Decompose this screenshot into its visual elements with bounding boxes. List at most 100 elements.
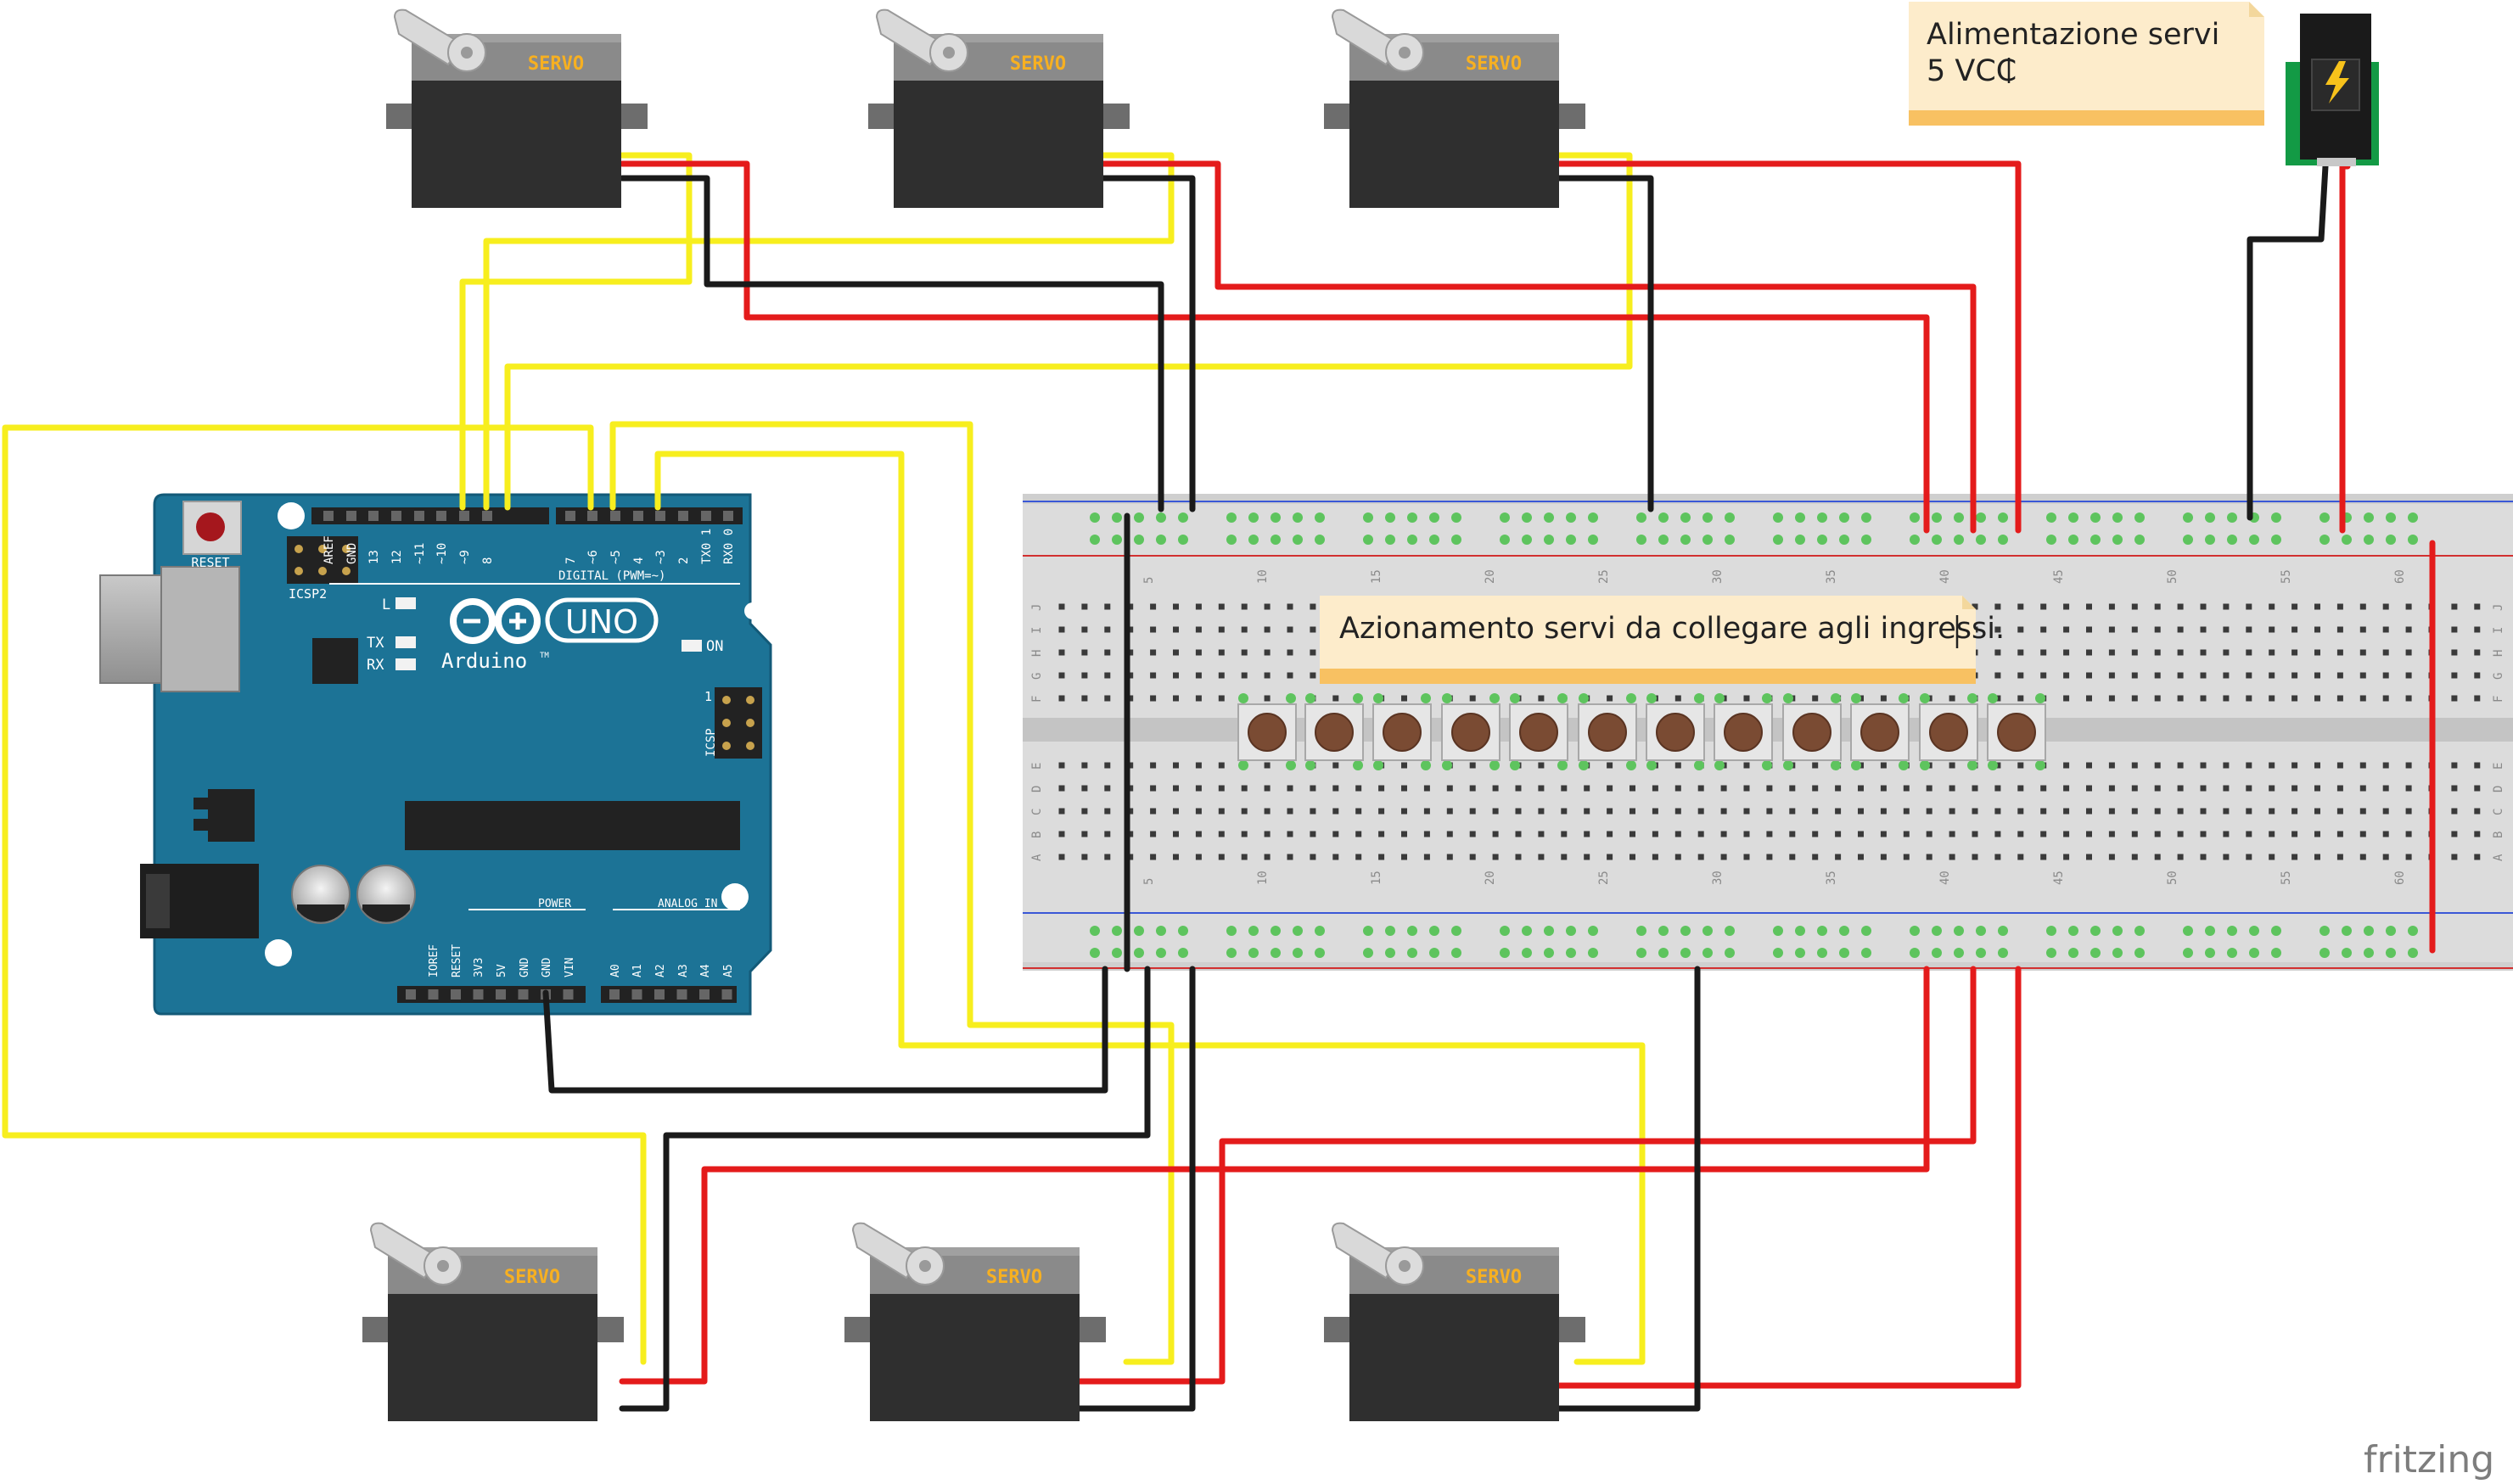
black-wire-servo2[interactable] <box>1100 175 1196 512</box>
push-button[interactable] <box>1987 703 2046 761</box>
push-button[interactable] <box>1782 703 1842 761</box>
red-wire-servo3[interactable] <box>1556 160 2022 534</box>
breadboard-hole <box>2108 603 2115 610</box>
breadboard-hole <box>2291 762 2298 769</box>
rail-hole <box>1156 926 1166 936</box>
black-wire-servo6[interactable] <box>1556 966 1701 1412</box>
breadboard-hole <box>2451 695 2458 702</box>
breadboard-hole <box>2246 854 2252 860</box>
breadboard-hole <box>1949 808 1955 815</box>
breadboard-hole <box>2474 762 2481 769</box>
push-button[interactable] <box>1919 703 1978 761</box>
push-button[interactable] <box>1237 703 1297 761</box>
black-wire-servo1[interactable] <box>619 175 1164 512</box>
rail-hole <box>1226 926 1237 936</box>
reset-button-cap[interactable] <box>196 512 225 541</box>
breadboard-hole <box>1903 854 1910 860</box>
rail-hole <box>1226 948 1237 958</box>
breadboard-hole <box>2246 808 2252 815</box>
rail-hole <box>1090 948 1100 958</box>
column-number: 20 <box>1484 569 1497 584</box>
breadboard-hole <box>1858 854 1864 860</box>
push-button[interactable] <box>1372 703 1432 761</box>
icsp-header <box>715 687 762 759</box>
breadboard-hole <box>1538 695 1545 702</box>
push-button[interactable] <box>1578 703 1637 761</box>
rail-hole <box>1544 948 1554 958</box>
rail-hole <box>1998 948 2008 958</box>
breadboard-hole <box>2382 626 2389 633</box>
breadboard-hole <box>1195 831 1202 837</box>
breadboard-hole <box>2336 626 2343 633</box>
black-wire-servo3[interactable] <box>1556 175 1654 512</box>
breadboard-hole <box>1173 831 1179 837</box>
yellow-wire-servo6[interactable] <box>654 451 1646 1365</box>
mounting-hole <box>721 883 749 910</box>
rail-hole <box>2386 948 2396 958</box>
push-button[interactable] <box>1441 703 1501 761</box>
breadboard-hole <box>2040 649 2047 656</box>
red-wire-servo4[interactable] <box>619 966 1930 1385</box>
servo-motor: SERVO <box>868 8 1130 208</box>
black-wire-servo5[interactable] <box>1074 966 1196 1412</box>
digital-header-right <box>556 507 743 524</box>
breadboard-hole <box>2040 603 2047 610</box>
black-wire-dc-jack[interactable] <box>2247 163 2329 521</box>
yellow-wire-servo4[interactable] <box>2 424 647 1365</box>
rail-hole <box>2090 512 2101 523</box>
push-button[interactable] <box>1304 703 1364 761</box>
breadboard-hole <box>1287 785 1293 792</box>
push-button[interactable] <box>1850 703 1910 761</box>
rail-hole <box>1156 535 1166 545</box>
breadboard-hole <box>2108 762 2115 769</box>
yellow-wire-servo5[interactable] <box>609 421 1175 1365</box>
breadboard-hole <box>1789 785 1796 792</box>
rail-hole <box>1315 512 1325 523</box>
breadboard-hole <box>1949 762 1955 769</box>
push-button[interactable] <box>1646 703 1705 761</box>
yellow-wire-servo1[interactable] <box>459 152 693 511</box>
red-wire-servo6[interactable] <box>1556 966 2022 1389</box>
rail-hole <box>2183 926 2193 936</box>
rail-hole <box>1910 535 1920 545</box>
yellow-wire-servo3[interactable] <box>504 152 1633 511</box>
breadboard-hole <box>2291 808 2298 815</box>
yellow-wire-servo2[interactable] <box>483 152 1175 511</box>
rail-hole <box>1271 535 1281 545</box>
push-button[interactable] <box>1509 703 1568 761</box>
rail-hole <box>1817 926 1827 936</box>
black-wire-servo4[interactable] <box>619 966 1151 1412</box>
header-pin <box>565 511 575 521</box>
breadboard-hole-connected <box>1373 760 1383 770</box>
breadboard-hole <box>1926 854 1932 860</box>
breadboard-hole <box>1835 831 1842 837</box>
rail-hole <box>1090 512 1100 523</box>
breadboard-hole-connected <box>2035 760 2045 770</box>
breadboard-hole <box>1697 808 1704 815</box>
breadboard-hole <box>2246 649 2252 656</box>
red-wire-dc-jack[interactable] <box>2339 163 2351 534</box>
red-wire-servo2[interactable] <box>1100 160 1977 534</box>
breadboard-hole <box>1287 649 1293 656</box>
breadboard-hole <box>2336 649 2343 656</box>
breadboard-hole <box>1287 831 1293 837</box>
voltage-regulator <box>208 789 255 842</box>
red-wire-servo1[interactable] <box>619 160 1930 534</box>
servo-label: SERVO <box>1466 1267 1522 1288</box>
breadboard-hole <box>2291 854 2298 860</box>
power-note-line1: Alimentazione servi <box>1927 18 2219 52</box>
push-button[interactable] <box>1714 703 1773 761</box>
rail-hole <box>1680 948 1691 958</box>
rail-hole <box>1500 948 1510 958</box>
breadboard-hole <box>2291 785 2298 792</box>
breadboard-hole <box>1994 649 2001 656</box>
rail-hole <box>1566 926 1576 936</box>
breadboard-hole <box>2474 603 2481 610</box>
row-letter: E <box>1030 763 1044 770</box>
column-number: 40 <box>1938 569 1952 584</box>
red-wire-servo5[interactable] <box>1074 966 1977 1385</box>
rail-hole <box>1293 535 1303 545</box>
black-wire-arduino-gnd[interactable] <box>542 966 1108 1094</box>
breadboard-hole <box>1630 854 1635 860</box>
